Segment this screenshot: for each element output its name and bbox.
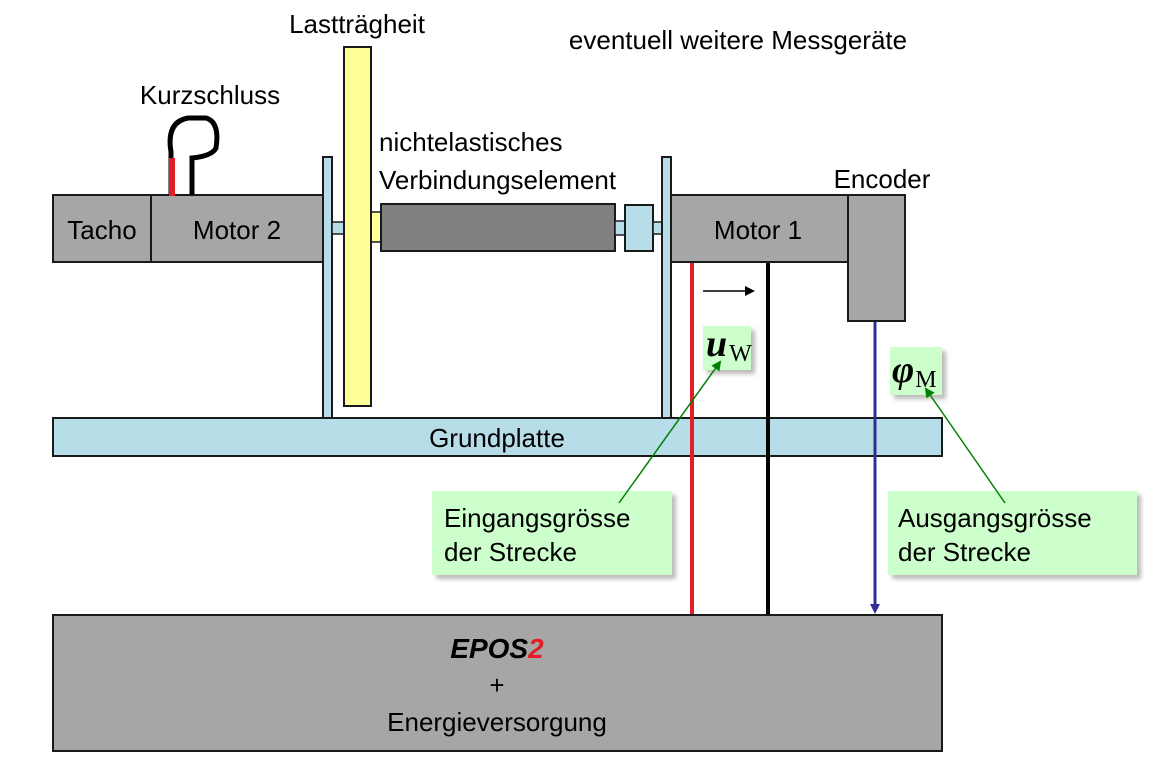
lasttraegheit-disk bbox=[343, 46, 372, 407]
coupling-small bbox=[614, 220, 626, 236]
eingang-callout-box bbox=[432, 491, 672, 575]
left-bearing-support bbox=[322, 156, 333, 419]
lasttraegheit-label: Lastträgheit bbox=[289, 9, 426, 39]
tacho-block bbox=[52, 194, 152, 263]
verbindung-label-line1: nichtelastisches bbox=[379, 127, 563, 157]
uw-symbol: uW bbox=[706, 323, 752, 367]
ausgang-label-line1: Ausgangsgrösse bbox=[898, 503, 1092, 533]
ausgang-pointer-arrow bbox=[924, 387, 1006, 504]
epos-block bbox=[52, 614, 943, 752]
eingang-label-line2: der Strecke bbox=[444, 537, 577, 567]
shaft-mid bbox=[370, 211, 382, 243]
phi-symbol-box bbox=[890, 347, 942, 395]
kurzschluss-loop bbox=[167, 115, 220, 195]
phi-symbol: φM bbox=[892, 349, 937, 393]
grundplatte-block bbox=[52, 417, 943, 457]
grundplatte-label: Grundplatte bbox=[429, 423, 565, 453]
tacho-label: Tacho bbox=[67, 215, 136, 245]
encoder-label: Encoder bbox=[834, 164, 931, 194]
right-bearing-support bbox=[661, 156, 672, 419]
eingang-pointer-arrow bbox=[618, 360, 722, 504]
ausgang-label-line2: der Strecke bbox=[898, 537, 1031, 567]
eingang-label-line1: Eingangsgrösse bbox=[444, 503, 630, 533]
shaft-left bbox=[331, 221, 345, 235]
motor1-label: Motor 1 bbox=[714, 215, 802, 245]
ausgang-callout-box bbox=[888, 491, 1137, 575]
epos-title: EPOS2 bbox=[450, 633, 544, 664]
motor1-block bbox=[670, 194, 849, 263]
energieversorgung-label: Energieversorgung bbox=[387, 707, 607, 737]
encoder-block bbox=[847, 194, 906, 322]
coupling-block bbox=[624, 204, 654, 252]
motor2-label: Motor 2 bbox=[193, 215, 281, 245]
motor2-block bbox=[150, 194, 325, 263]
verbindung-label-line2: Verbindungselement bbox=[379, 165, 617, 195]
kurzschluss-label: Kurzschluss bbox=[140, 80, 280, 110]
uw-symbol-box bbox=[703, 326, 751, 370]
messgeraete-label: eventuell weitere Messgeräte bbox=[569, 25, 907, 55]
verbindungselement bbox=[380, 203, 616, 252]
epos-plus: + bbox=[489, 670, 504, 700]
